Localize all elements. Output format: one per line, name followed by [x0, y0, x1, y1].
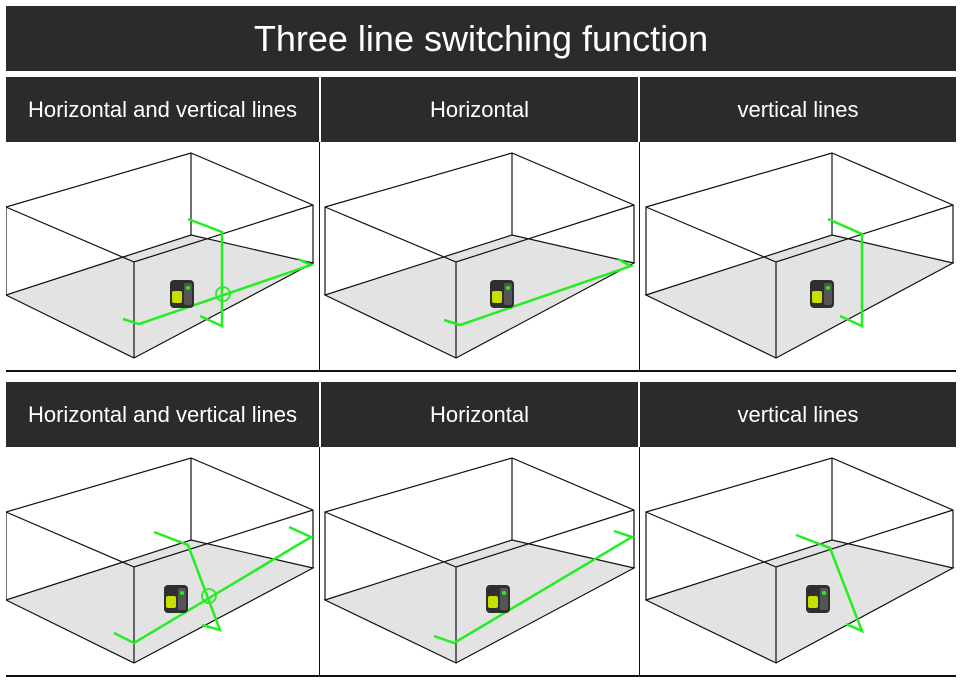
header-horizontal: Horizontal [321, 382, 638, 447]
room-illustration [323, 152, 636, 359]
mode-row-2: Horizontal and vertical lines Horizontal… [6, 382, 956, 677]
header-horizontal-and-vertical: Horizontal and vertical lines [6, 77, 319, 142]
room-illustration [6, 152, 315, 359]
laser-crosshair-icon [215, 286, 231, 302]
vertical-laser-line [795, 533, 865, 634]
horizontal-laser-line [113, 525, 314, 645]
header-horizontal-and-vertical: Horizontal and vertical lines [6, 382, 319, 447]
laser-level-device-icon [170, 280, 194, 308]
header-vertical: vertical lines [640, 382, 956, 447]
divider [639, 142, 640, 370]
vertical-laser-line [187, 217, 224, 328]
divider [319, 142, 320, 370]
panel-vertical [640, 142, 956, 370]
vertical-laser-line [827, 217, 864, 328]
header-vertical: vertical lines [640, 77, 956, 142]
panel-horizontal [320, 447, 640, 675]
laser-level-device-icon [486, 585, 510, 613]
divider [319, 447, 320, 675]
laser-crosshair-icon [201, 588, 217, 604]
horizontal-laser-line [122, 257, 315, 326]
horizontal-laser-line [433, 529, 635, 645]
mode-row-1: Horizontal and vertical lines Horizontal… [6, 77, 956, 372]
room-illustration [6, 457, 315, 664]
laser-level-device-icon [810, 280, 834, 308]
page-title: Three line switching function [6, 6, 956, 71]
room-illustration [323, 457, 636, 664]
room-floor [323, 234, 636, 359]
header-horizontal: Horizontal [321, 77, 638, 142]
row-divider [6, 675, 956, 677]
panel-horizontal-and-vertical [6, 447, 320, 675]
laser-level-device-icon [490, 280, 514, 308]
laser-level-device-icon [164, 585, 188, 613]
laser-level-device-icon [806, 585, 830, 613]
room-floor [644, 234, 955, 359]
room-illustration [644, 152, 955, 359]
row-divider [6, 370, 956, 372]
panel-horizontal [320, 142, 640, 370]
room-floor [644, 539, 955, 664]
room-illustration [644, 457, 955, 664]
panel-horizontal-and-vertical [6, 142, 320, 370]
vertical-laser-line [153, 530, 223, 632]
horizontal-laser-line [443, 257, 635, 327]
panel-vertical [640, 447, 956, 675]
divider [639, 447, 640, 675]
room-floor [323, 539, 636, 664]
